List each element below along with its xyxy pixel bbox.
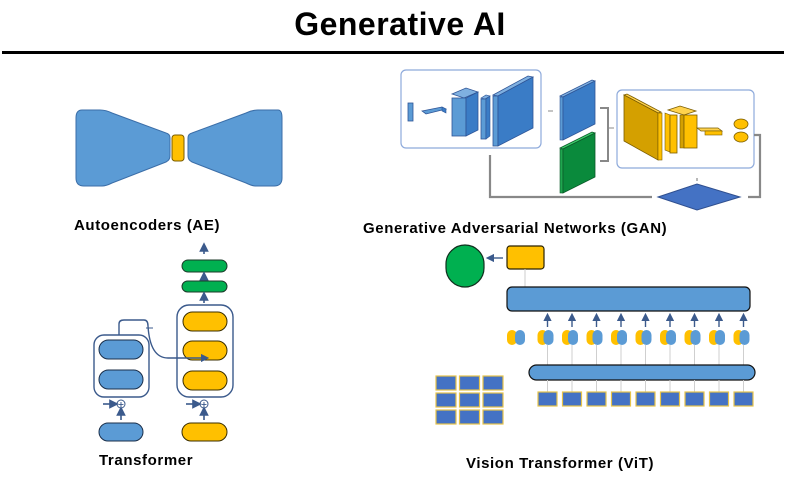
output-fake [733,131,749,143]
flattened-patch [733,391,754,407]
input-embedding [98,422,144,442]
flattened-patch [537,391,558,407]
transformer-encoder-bar [506,286,751,312]
image-patch [435,392,457,408]
flattened-patch [586,391,607,407]
transformer-diagram: + + [93,242,234,442]
class-token-embedding [507,330,517,345]
latent-code [171,134,185,162]
vit-label: Vision Transformer (ViT) [466,455,655,472]
title-divider [2,51,784,54]
output-token-2 [181,259,228,273]
mlp-head-output [445,244,485,288]
output-embedding [181,422,228,442]
page-title: Generative AI [294,6,506,42]
patch-embedding [715,330,725,345]
loss-diamond [656,183,742,211]
image-patch [458,409,481,425]
gan-label: Generative Adversarial Networks (GAN) [363,220,668,237]
image-patch [458,392,481,408]
image-patch [435,375,457,391]
patch-embedding [666,330,676,345]
autoencoder-label: Autoencoders (AE) [74,217,221,234]
patch-embedding [739,330,750,345]
patch-embedding [617,330,627,345]
class-token-head [506,245,545,270]
patch-embedding [592,330,603,345]
output-real [733,118,749,130]
image-patch [482,392,504,408]
image-patch [435,409,457,425]
output-token-1 [181,280,228,293]
gan-diagram [400,69,762,211]
class-token-position [515,330,525,345]
flattened-patch [635,391,656,407]
image-patch [482,409,504,425]
image-patch [482,375,504,391]
encoder-shape [75,109,171,187]
flattened-patch [561,391,583,407]
transformer-label: Transformer [99,452,194,469]
patch-embedding [543,330,554,345]
linear-projection-bar [528,364,756,381]
image-patch [458,375,481,391]
flattened-patch [708,391,730,407]
vit-diagram [435,244,756,425]
svg-text:+: + [118,400,125,409]
flattened-patch [684,391,705,407]
patch-embedding [690,330,701,345]
svg-text:+: + [201,400,208,409]
patch-embedding [568,330,578,345]
autoencoder-diagram [75,109,283,187]
flattened-patch [610,391,632,407]
noise-input [407,102,414,122]
patch-embedding [641,330,652,345]
decoder-shape [187,109,283,187]
flattened-patch [659,391,681,407]
